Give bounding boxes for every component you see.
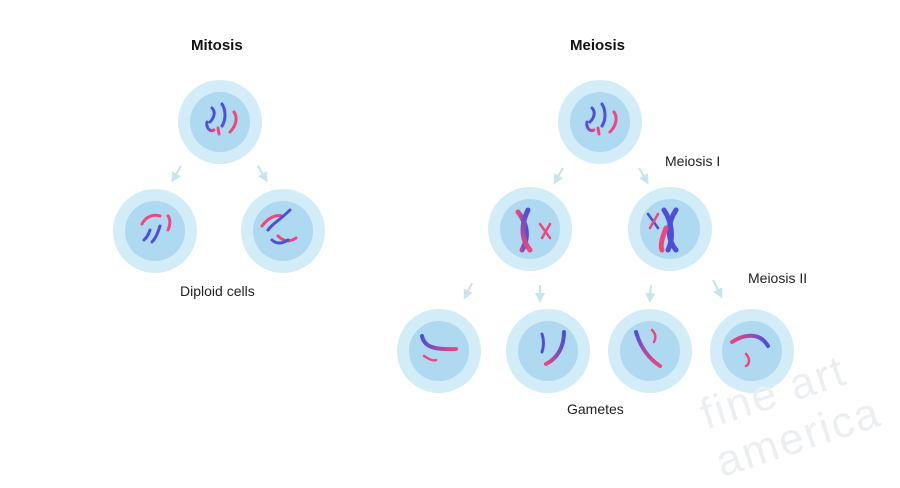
meiosis-i-cell-left bbox=[488, 187, 572, 271]
meiosis-ii-arrow-3 bbox=[645, 284, 656, 303]
meiosis-ii-label: Meiosis II bbox=[748, 270, 808, 286]
meiosis-i-arrow-right bbox=[638, 167, 649, 185]
meiosis-i-cell-right bbox=[628, 187, 712, 271]
mitosis-daughter-cell-left bbox=[113, 189, 197, 273]
mitosis-arrow-left bbox=[171, 165, 182, 183]
mitosis-daughter-cell-right bbox=[241, 189, 325, 273]
mitosis-parent-cell bbox=[178, 80, 262, 164]
cell-division-diagram bbox=[113, 80, 794, 393]
meiosis-i-arrow-left bbox=[553, 167, 564, 185]
meiosis-parent-cell bbox=[558, 80, 642, 164]
mitosis-arrow-right bbox=[257, 165, 268, 183]
mitosis-title: Mitosis bbox=[191, 37, 243, 54]
gamete-cell-1 bbox=[397, 309, 481, 393]
meiosis-ii-arrow-4 bbox=[712, 279, 723, 299]
gamete-cell-4 bbox=[710, 309, 794, 393]
meiosis-i-label: Meiosis I bbox=[665, 153, 721, 169]
meiosis-title: Meiosis bbox=[570, 37, 626, 54]
diploid-cells-label: Diploid cells bbox=[180, 283, 255, 299]
gamete-cell-2 bbox=[506, 309, 590, 393]
meiosis-ii-arrow-1 bbox=[463, 282, 473, 300]
gamete-cell-3 bbox=[608, 309, 692, 393]
gametes-label: Gametes bbox=[567, 401, 624, 417]
